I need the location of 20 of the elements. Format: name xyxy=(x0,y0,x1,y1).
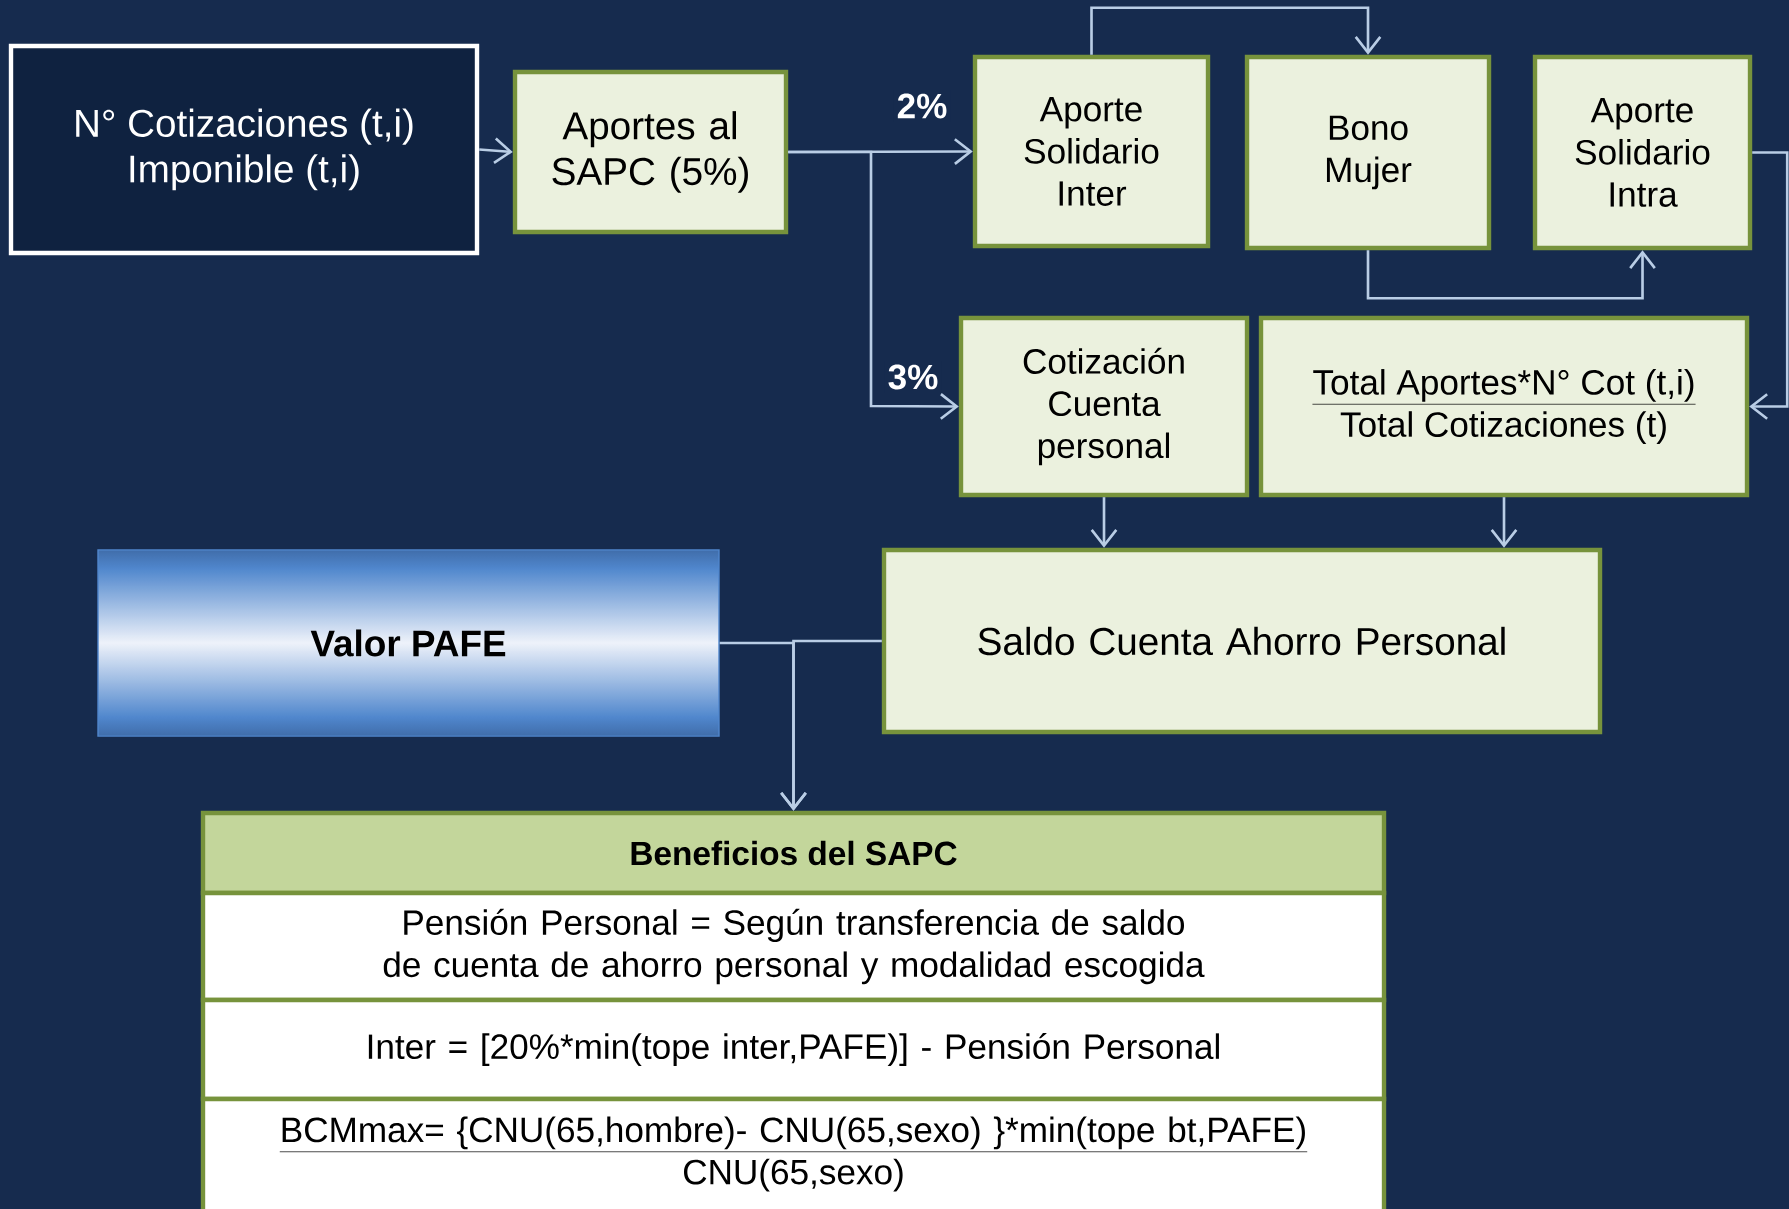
process-box: Aportes al SAPC (5%) xyxy=(512,69,789,235)
table-cell: BCMmax= {CNU(65,hombre)- CNU(65,sexo) }*min(tope bt,PAFE) CNU(65,sexo) xyxy=(200,1096,1387,1209)
arrow xyxy=(1749,151,1789,420)
process-box: Bono Mujer xyxy=(1244,54,1492,251)
process-box: Aporte Solidario Intra xyxy=(1532,54,1753,251)
process-box: Saldo Cuenta Ahorro Personal xyxy=(881,547,1603,735)
edge-label: 3% xyxy=(888,364,938,390)
arrow xyxy=(1366,250,1656,300)
table-cell: Pensión Personal = Según transferencia de saldo de cuenta de ahorro personal y modalidad escogida xyxy=(200,890,1387,1003)
process-box: Cotización Cuenta personal xyxy=(958,315,1250,498)
formula-box: Total Aportes*N° Cot (t,i) Total Cotizaciones (t) xyxy=(1258,315,1750,498)
input-box: N° Cotizaciones (t,i) Imponible (t,i) xyxy=(8,43,480,256)
process-box: Aporte Solidario Inter xyxy=(972,54,1211,249)
edge-label: 2% xyxy=(897,93,947,119)
arrow xyxy=(780,639,882,811)
arrow xyxy=(1090,6,1382,55)
table-header: Beneficios del SAPC xyxy=(200,810,1387,896)
arrow xyxy=(788,150,959,420)
gradient-band: Valor PAFE xyxy=(97,549,720,737)
table-cell: Inter = [20%*min(tope inter,PAFE)] - Pensión Personal xyxy=(200,997,1387,1102)
